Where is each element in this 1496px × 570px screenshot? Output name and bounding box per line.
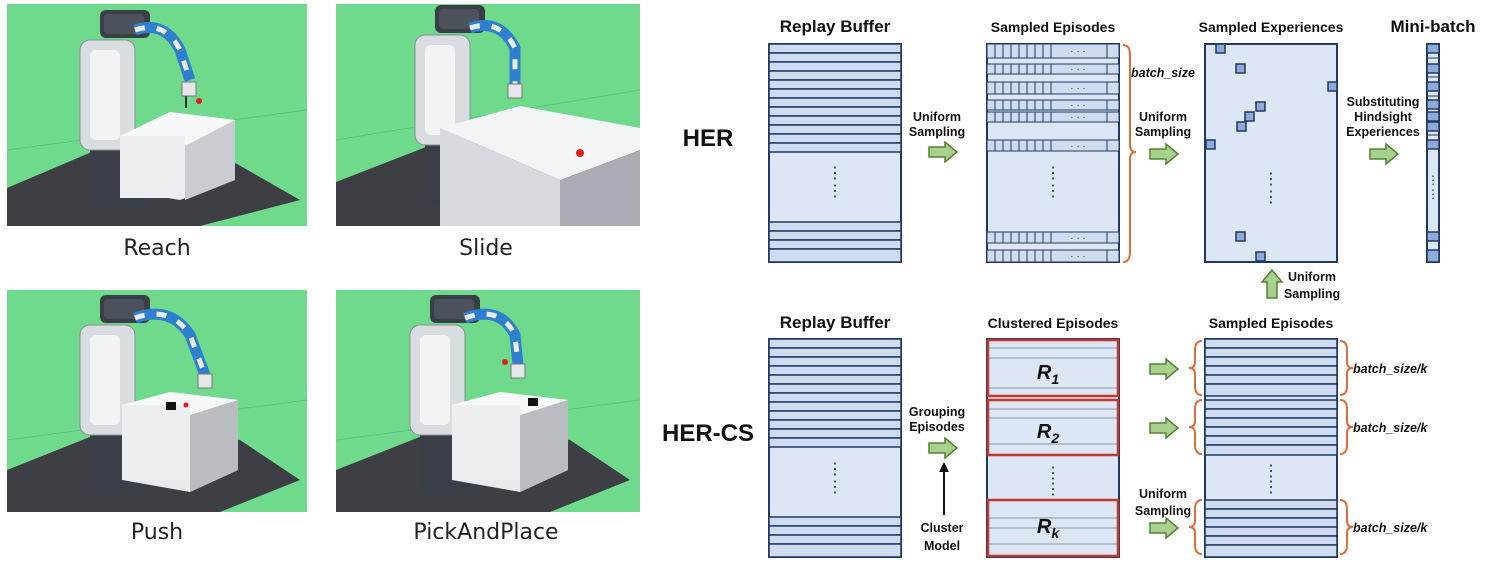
- push-panel: [6, 290, 308, 512]
- hercs-braces: [1188, 340, 1354, 555]
- her-uniform-sampling-up-line1: Uniform: [1288, 270, 1336, 284]
- hercs-uniform-sampling-line1: Uniform: [1139, 487, 1187, 501]
- hercs-label: HER-CS: [662, 420, 754, 447]
- her-substituting-line3: Experiences: [1346, 125, 1420, 139]
- her-substituting-line2: Hindsight: [1354, 110, 1412, 124]
- svg-text:· · ·: · · ·: [1070, 112, 1086, 123]
- her-sampled-experiences-title: Sampled Experiences: [1199, 19, 1344, 35]
- hercs-replay-buffer: ⋮ ⋮: [768, 338, 902, 558]
- svg-text:⋮: ⋮: [1045, 165, 1061, 182]
- her-batch-size-label: batch_size: [1131, 66, 1195, 80]
- her-uniform-sampling-2-line1: Uniform: [1139, 110, 1187, 124]
- svg-text:⋮: ⋮: [1045, 465, 1061, 482]
- cluster-model-line1: Cluster: [920, 521, 963, 535]
- hercs-replay-buffer-title: Replay Buffer: [780, 313, 891, 332]
- hercs-batch-label-k: batch_size/k: [1353, 521, 1428, 535]
- environment-panels: [6, 4, 641, 512]
- hercs-sampled-episodes: ⋮ ⋮: [1204, 338, 1338, 558]
- her-uniform-sampling-2-line2: Sampling: [1135, 125, 1191, 139]
- hercs-sampled-episodes-title: Sampled Episodes: [1209, 315, 1334, 331]
- hercs-arrow-k: [1149, 517, 1179, 539]
- her-substituting-line1: Substituting: [1347, 95, 1420, 109]
- pickandplace-panel: [335, 290, 641, 512]
- cluster-model-arrow: [939, 462, 949, 515]
- her-sampled-experiences: ⋮ ⋮: [1204, 43, 1338, 263]
- svg-text:⋮: ⋮: [1427, 187, 1439, 201]
- push-caption: Push: [130, 520, 184, 545]
- hercs-arrow-1: [1149, 358, 1179, 380]
- cluster-r1: R1: [1037, 362, 1059, 387]
- svg-text:· · ·: · · ·: [1070, 100, 1086, 111]
- cluster-r2: R2: [1037, 421, 1059, 446]
- her-arrow-3: [1369, 143, 1399, 165]
- slide-panel: [335, 4, 641, 226]
- her-label: HER: [683, 125, 734, 152]
- her-arrow-2: [1149, 143, 1179, 165]
- her-replay-buffer: ⋮ ⋮: [768, 43, 902, 263]
- her-up-arrow: [1260, 268, 1284, 299]
- svg-text:· · ·: · · ·: [1070, 83, 1086, 94]
- hercs-clustered-episodes: ⋮ ⋮: [986, 338, 1120, 558]
- pickandplace-caption: PickAndPlace: [413, 520, 559, 545]
- cluster-rk: Rk: [1037, 516, 1060, 541]
- her-mini-batch: ⋮ ⋮: [1426, 43, 1440, 263]
- her-uniform-sampling-1-line2: Sampling: [909, 125, 965, 139]
- svg-text:⋮: ⋮: [1263, 463, 1279, 480]
- hercs-batch-label-2: batch_size/k: [1353, 421, 1428, 435]
- svg-text:⋮: ⋮: [1263, 171, 1279, 188]
- her-batch-brace: [1122, 44, 1137, 263]
- her-uniform-sampling-1-line1: Uniform: [913, 110, 961, 124]
- svg-text:⋮: ⋮: [827, 183, 843, 200]
- svg-text:⋮: ⋮: [827, 479, 843, 496]
- svg-text:· · ·: · · ·: [1070, 64, 1086, 75]
- hercs-uniform-sampling-line2: Sampling: [1135, 504, 1191, 518]
- hercs-arrow-group: [928, 437, 958, 459]
- svg-text:· · ·: · · ·: [1070, 141, 1086, 152]
- her-arrow-1: [928, 141, 958, 163]
- hercs-grouping-line2: Episodes: [909, 420, 965, 434]
- svg-text:⋮: ⋮: [1263, 479, 1279, 496]
- reach-caption: Reach: [123, 236, 191, 261]
- svg-text:⋮: ⋮: [827, 461, 843, 478]
- svg-text:⋮: ⋮: [827, 165, 843, 182]
- her-mini-batch-title: Mini-batch: [1391, 17, 1476, 36]
- her-sampled-episodes-title: Sampled Episodes: [991, 19, 1116, 35]
- reach-panel: [6, 4, 308, 226]
- svg-text:⋮: ⋮: [1263, 189, 1279, 206]
- her-uniform-sampling-up-line2: Sampling: [1284, 287, 1340, 301]
- cluster-model-line2: Model: [924, 539, 960, 553]
- hercs-arrow-2: [1149, 417, 1179, 439]
- her-replay-buffer-title: Replay Buffer: [780, 17, 891, 36]
- slide-caption: Slide: [459, 236, 513, 261]
- svg-text:⋮: ⋮: [1045, 481, 1061, 498]
- hercs-batch-label-1: batch_size/k: [1353, 362, 1428, 376]
- svg-text:· · ·: · · ·: [1070, 46, 1086, 57]
- hercs-grouping-line1: Grouping: [909, 405, 965, 419]
- svg-text:⋮: ⋮: [1045, 183, 1061, 200]
- hercs-clustered-episodes-title: Clustered Episodes: [988, 315, 1119, 331]
- her-sampled-episodes: · · ·· · · · · ·· · · · · ·· · · · · ·· …: [986, 43, 1120, 263]
- svg-text:· · ·: · · ·: [1070, 251, 1086, 262]
- svg-text:⋮: ⋮: [1427, 173, 1439, 187]
- svg-text:· · ·: · · ·: [1070, 233, 1086, 244]
